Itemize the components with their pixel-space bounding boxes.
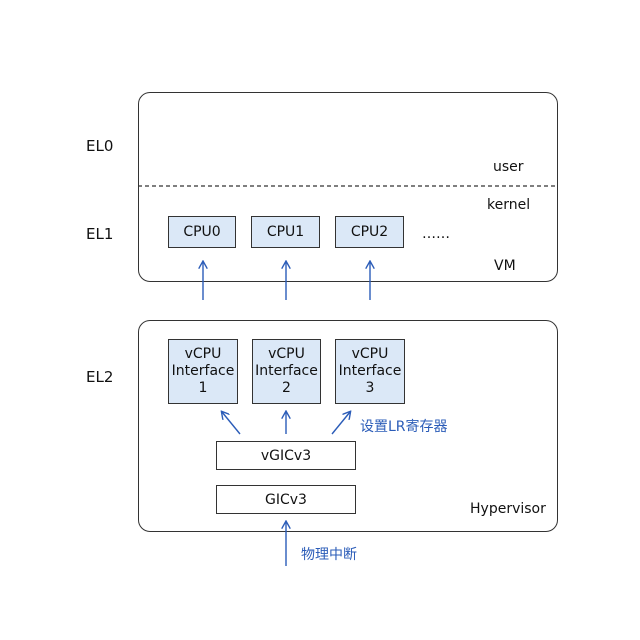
- vcpu-interface-2-line1: vCPU: [268, 346, 305, 362]
- vcpu-interface-1: vCPU Interface 1: [168, 339, 238, 404]
- cpu2-box: CPU2: [335, 216, 404, 248]
- vgicv3-box: vGICv3: [216, 441, 356, 470]
- vcpu-interface-3-line2: Interface: [338, 363, 402, 379]
- vcpu-interface-2-line2: Interface: [255, 363, 318, 379]
- kernel-label: kernel: [487, 197, 531, 213]
- vcpu-interface-3: vCPU Interface 3: [335, 339, 405, 404]
- physical-interrupt-label: 物理中断: [301, 547, 357, 563]
- cpu0-box: CPU0: [168, 216, 236, 248]
- el1-label: EL1: [86, 225, 114, 243]
- vcpu-interface-3-line1: vCPU: [351, 346, 389, 362]
- vm-label: VM: [494, 258, 516, 274]
- cpu1-box: CPU1: [251, 216, 320, 248]
- cpu-ellipsis: ……: [422, 226, 450, 242]
- vcpu-interface-2-line3: 2: [282, 380, 291, 396]
- vcpu-interface-1-line3: 1: [198, 380, 208, 396]
- vcpu-interface-1-line1: vCPU: [184, 346, 222, 362]
- set-lr-register-label: 设置LR寄存器: [360, 419, 448, 435]
- vcpu-interface-2: vCPU Interface 2: [252, 339, 321, 404]
- gicv3-box: GICv3: [216, 485, 356, 514]
- el2-label: EL2: [86, 368, 114, 386]
- hypervisor-label: Hypervisor: [470, 501, 546, 517]
- vcpu-interface-1-line2: Interface: [171, 363, 235, 379]
- arrow-vgic-to-vcpu3: [331, 412, 350, 435]
- user-label: user: [493, 159, 524, 175]
- vm-region: [138, 92, 558, 282]
- vcpu-interface-3-line3: 3: [365, 380, 375, 396]
- el0-label: EL0: [86, 137, 114, 155]
- arrow-vgic-to-vcpu1: [222, 412, 241, 435]
